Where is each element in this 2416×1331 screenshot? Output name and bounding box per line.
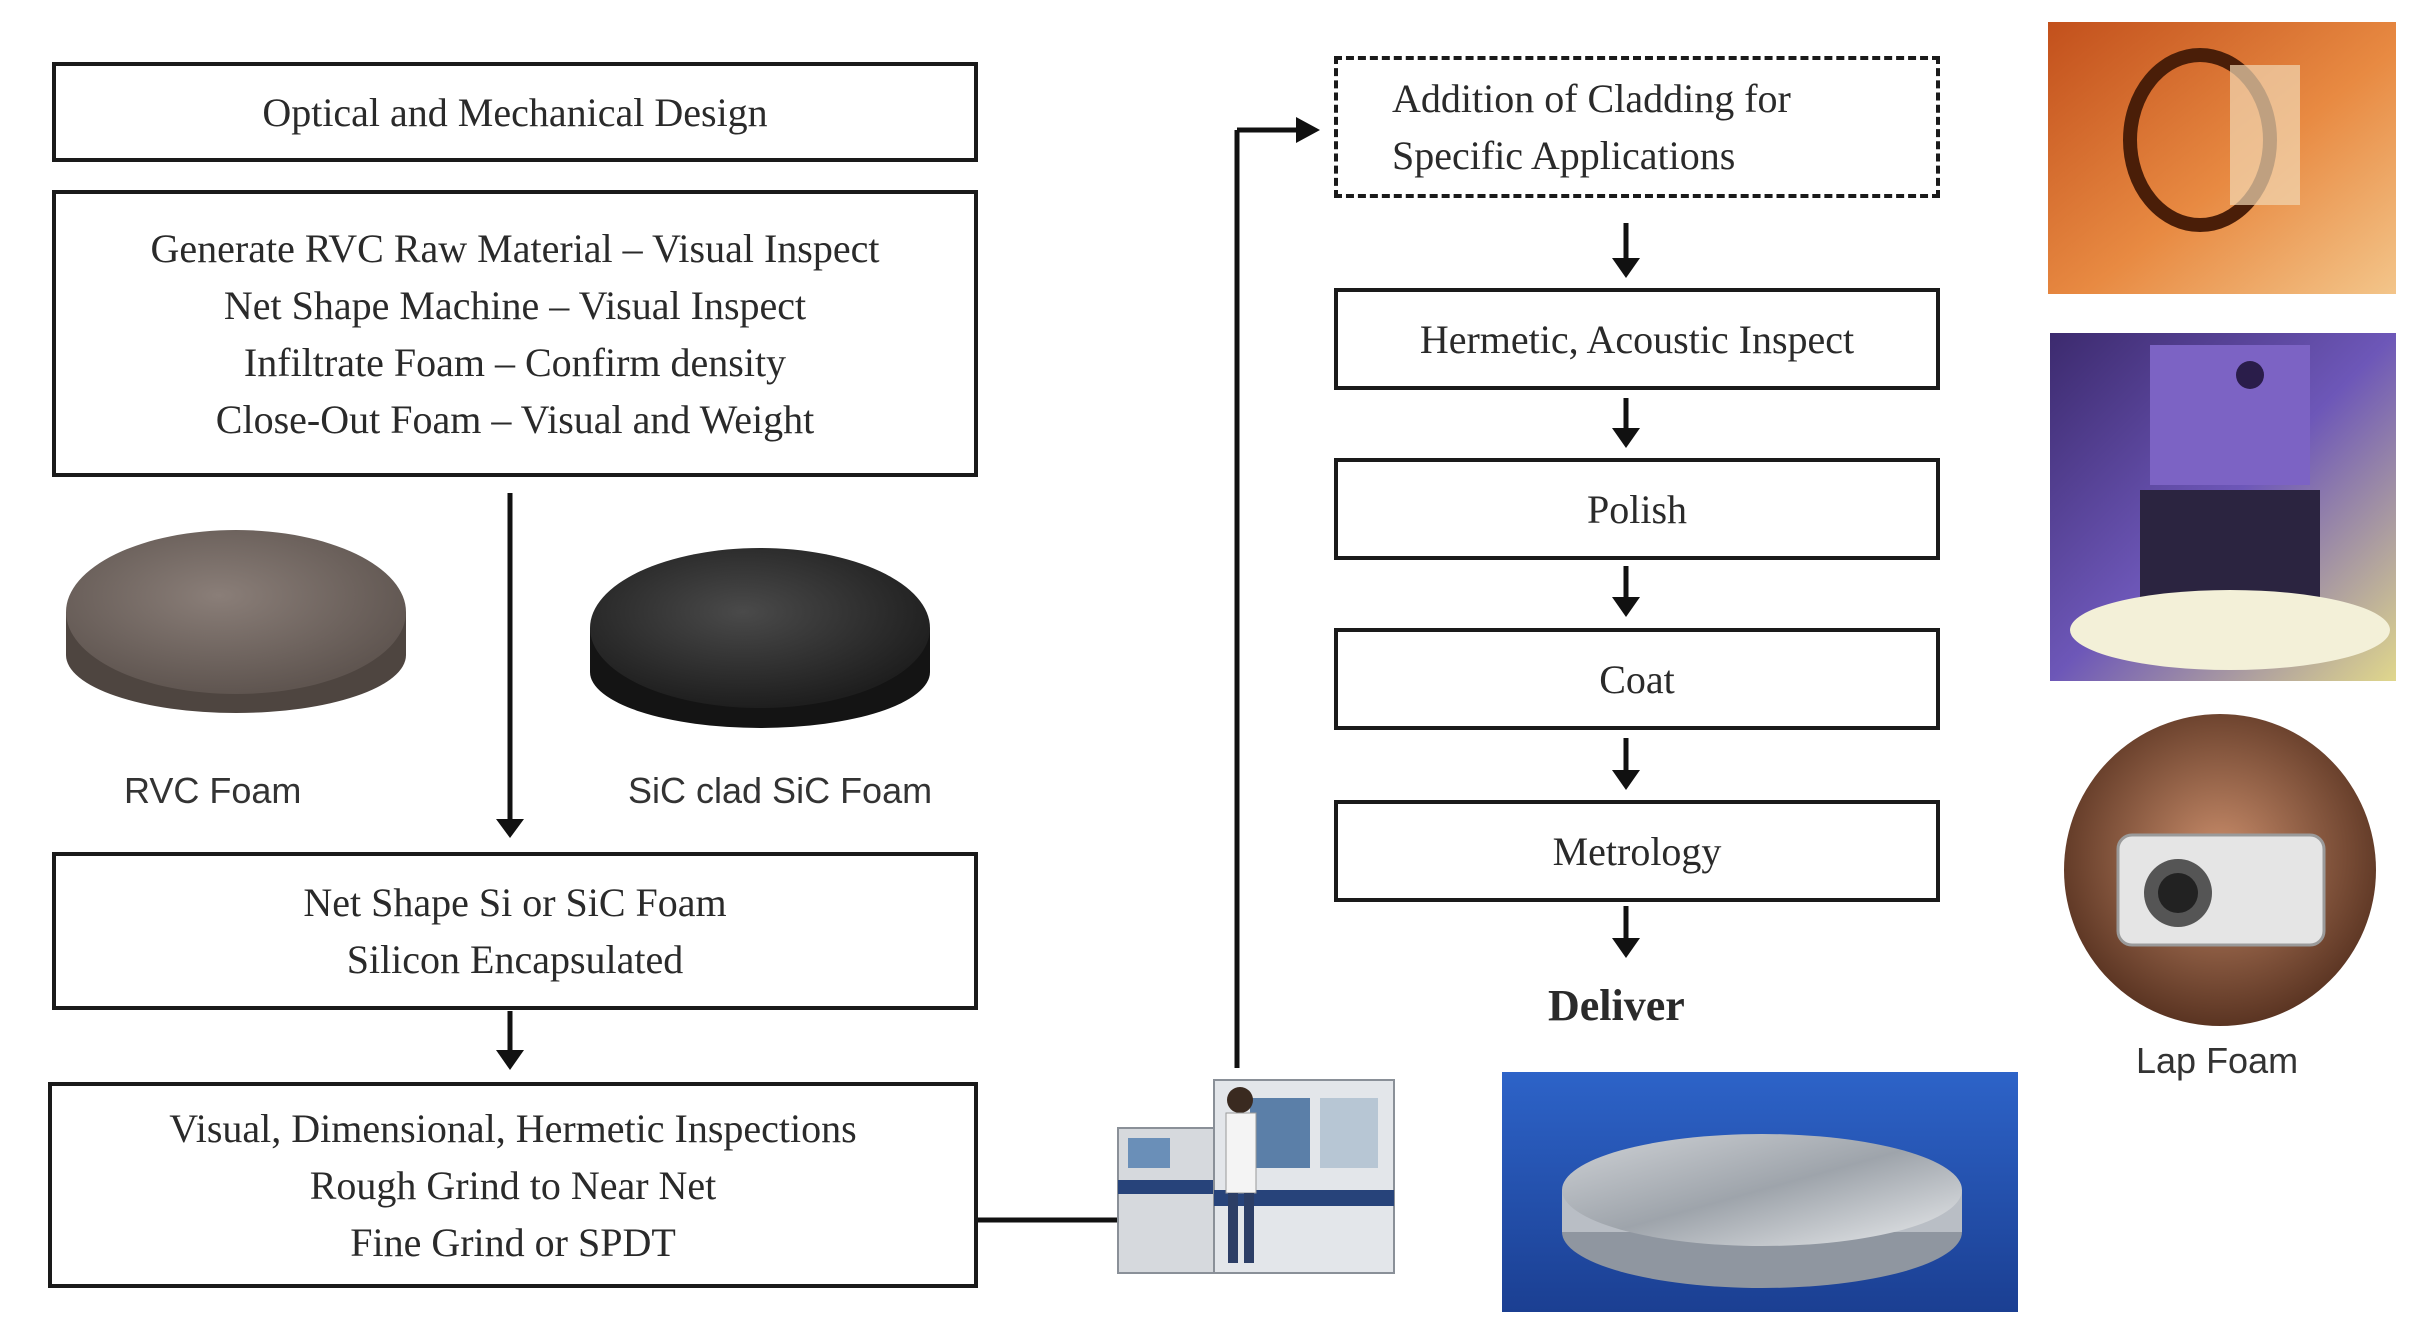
rvc-foam-caption: RVC Foam bbox=[124, 770, 302, 811]
coat-box: Coat bbox=[1334, 628, 1940, 730]
generate-line: Close-Out Foam – Visual and Weight bbox=[215, 396, 815, 442]
connector-inspection-to-cladding bbox=[978, 117, 1320, 1223]
metrology-label: Metrology bbox=[1552, 828, 1722, 874]
inspection-box: Visual, Dimensional, Hermetic Inspection… bbox=[48, 1082, 978, 1288]
deliver-label: Deliver bbox=[1548, 981, 1685, 1030]
cladding-line: Addition of Cladding for bbox=[1392, 76, 1791, 121]
lap-foam-image bbox=[2064, 714, 2376, 1026]
hermetic-box: Hermetic, Acoustic Inspect bbox=[1334, 288, 1940, 390]
generate-line: Generate RVC Raw Material – Visual Inspe… bbox=[150, 225, 880, 271]
lap-foam-caption: Lap Foam bbox=[2136, 1040, 2299, 1081]
design-box: Optical and Mechanical Design bbox=[52, 62, 978, 162]
coat-label: Coat bbox=[1599, 656, 1675, 702]
polish-box: Polish bbox=[1334, 458, 1940, 560]
inspection-line: Rough Grind to Near Net bbox=[309, 1162, 717, 1208]
net-shape-box: Net Shape Si or SiC Foam Silicon Encapsu… bbox=[52, 852, 978, 1010]
arrow-cladding-to-hermetic bbox=[1612, 223, 1640, 278]
generate-box: Generate RVC Raw Material – Visual Inspe… bbox=[52, 190, 978, 477]
metrology-box: Metrology bbox=[1334, 800, 1940, 902]
design-label: Optical and Mechanical Design bbox=[262, 89, 768, 135]
rvc-foam-image bbox=[66, 530, 406, 713]
arrow-netshape-to-inspection bbox=[496, 1011, 524, 1070]
generate-line: Infiltrate Foam – Confirm density bbox=[243, 339, 787, 385]
cladding-line: Specific Applications bbox=[1392, 133, 1736, 178]
grinding-machine-image bbox=[1117, 1079, 1395, 1274]
net-shape-line: Net Shape Si or SiC Foam bbox=[303, 880, 727, 925]
arrow-coat-to-metrology bbox=[1612, 738, 1640, 790]
sic-foam-image bbox=[590, 548, 930, 728]
inspection-line: Fine Grind or SPDT bbox=[350, 1219, 676, 1265]
delivered-mirror-image bbox=[1502, 1072, 2018, 1312]
hermetic-label: Hermetic, Acoustic Inspect bbox=[1419, 316, 1855, 362]
generate-line: Net Shape Machine – Visual Inspect bbox=[223, 282, 807, 328]
net-shape-line: Silicon Encapsulated bbox=[346, 937, 684, 982]
inspection-line: Visual, Dimensional, Hermetic Inspection… bbox=[169, 1105, 857, 1151]
sic-foam-caption: SiC clad SiC Foam bbox=[628, 770, 933, 811]
arrow-polish-to-coat bbox=[1612, 566, 1640, 617]
arrow-hermetic-to-polish bbox=[1612, 398, 1640, 448]
arrow-generate-to-netshape bbox=[496, 493, 524, 838]
polishing-machine-image bbox=[2050, 333, 2396, 681]
cladding-box: Addition of Cladding for Specific Applic… bbox=[1334, 56, 1940, 198]
cladding-furnace-image bbox=[2048, 22, 2396, 294]
arrow-metrology-to-deliver bbox=[1612, 906, 1640, 958]
polish-label: Polish bbox=[1586, 486, 1688, 532]
